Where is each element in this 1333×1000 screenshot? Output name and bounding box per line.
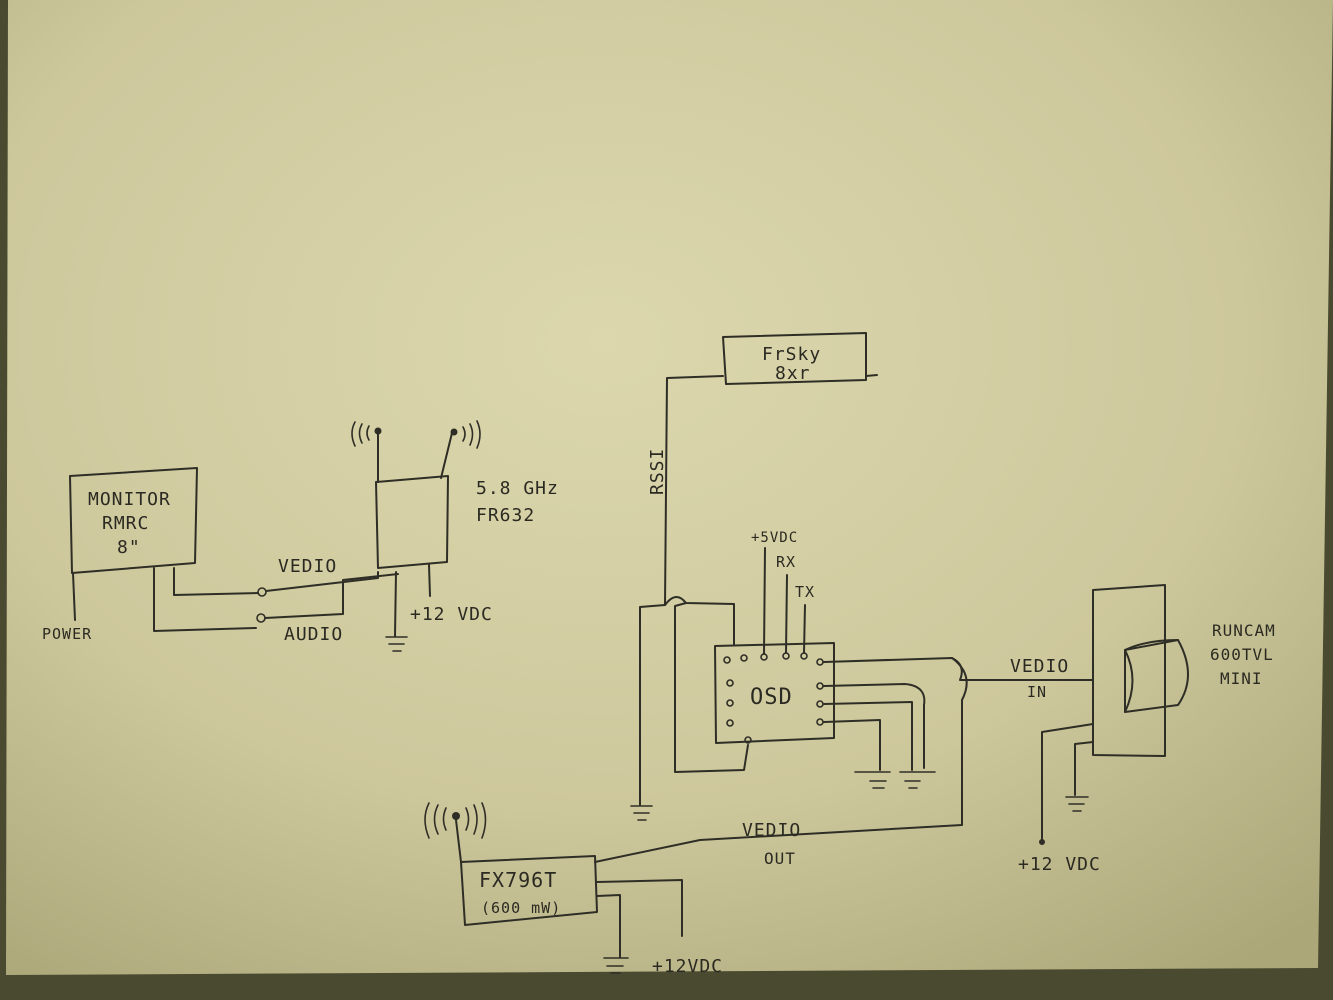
cam-supply-label: +12 VDC	[1018, 854, 1101, 875]
receiver-label-line1: 5.8 GHz	[476, 478, 559, 499]
osd-title: OSD	[750, 685, 793, 710]
cam-video-in-line1: VEDIO	[1010, 656, 1069, 677]
rx-video-wire	[265, 571, 379, 592]
rx-video-label: VEDIO	[278, 556, 337, 577]
tx-antenna-icon	[452, 812, 460, 820]
receiver-block: 5.8 GHz FR632	[351, 420, 559, 569]
transmitter-label-line2: (600 mW)	[481, 899, 561, 917]
receiver-label-line2: FR632	[476, 505, 535, 526]
monitor-label-line3: 8"	[117, 537, 141, 558]
osd-tx-lead	[803, 604, 806, 654]
monitor-block: MONITOR RMRC 8"	[69, 467, 198, 574]
power-label: POWER	[42, 625, 92, 643]
tx-ground-lead	[596, 894, 621, 958]
camera-label-line2: 600TVL	[1210, 645, 1274, 664]
rx-ground-icon	[385, 636, 408, 652]
rx-antenna-right-icon	[450, 428, 458, 436]
frsky-label-line2: 8xr	[775, 363, 811, 384]
tx-video-out-line2: OUT	[764, 849, 796, 868]
rx-audio-wire	[264, 573, 399, 619]
rssi-label: RSSI	[647, 448, 668, 495]
osd-ground-icon-b	[899, 771, 936, 789]
monitor-label-line2: RMRC	[102, 513, 149, 534]
tx-supply-lead	[596, 879, 683, 937]
tx-video-out-line1: VEDIO	[742, 820, 801, 841]
osd-ground-icon-a	[854, 771, 891, 789]
camera-label-line1: RUNCAM	[1212, 621, 1276, 640]
osd-left-loop	[674, 602, 749, 773]
osd-ground-wire-a	[823, 701, 913, 771]
rx-antenna-left-icon	[374, 427, 382, 435]
osd-pin-tx: TX	[795, 583, 815, 601]
cam-ground-lead	[1074, 741, 1094, 796]
osd-5v-lead	[763, 547, 766, 655]
osd-pin-5v: +5VDC	[751, 530, 798, 546]
monitor-label-line1: MONITOR	[88, 489, 171, 510]
cam-video-in-line2: IN	[1027, 683, 1047, 701]
osd-block: OSD	[714, 642, 835, 744]
osd-ground-icon	[630, 805, 653, 821]
camera-block: RUNCAM 600TVL MINI	[1092, 584, 1276, 757]
monitor-audio-wire	[153, 567, 257, 632]
transmitter-label-line1: FX796T	[479, 868, 557, 892]
tx-ground-icon	[603, 957, 629, 974]
rx-audio-label: AUDIO	[284, 624, 343, 645]
osd-ground-lead	[639, 604, 666, 806]
osd-pin-rx: RX	[776, 553, 796, 571]
cam-ground-icon	[1065, 796, 1089, 812]
osd-ground-wire-b	[823, 719, 881, 771]
rx-supply-label: +12 VDC	[410, 604, 493, 625]
power-lead	[72, 572, 76, 621]
vtx-video-wire	[594, 657, 968, 863]
frsky-block: FrSky 8xr	[722, 332, 878, 385]
frsky-label-line1: FrSky	[762, 344, 821, 365]
camera-label-line3: MINI	[1220, 669, 1263, 688]
transmitter-block: FX796T (600 mW)	[424, 802, 598, 926]
rx-ground-lead	[394, 571, 397, 637]
monitor-video-wire	[173, 567, 259, 596]
cam-supply-node	[1039, 839, 1045, 845]
osd-video-loop	[823, 683, 926, 769]
osd-rx-lead	[785, 574, 788, 654]
tx-supply-label: +12VDC	[652, 956, 723, 977]
rx-supply-lead	[428, 564, 431, 597]
cam-supply-lead	[1041, 723, 1094, 841]
paper-sheet	[6, 0, 1333, 975]
